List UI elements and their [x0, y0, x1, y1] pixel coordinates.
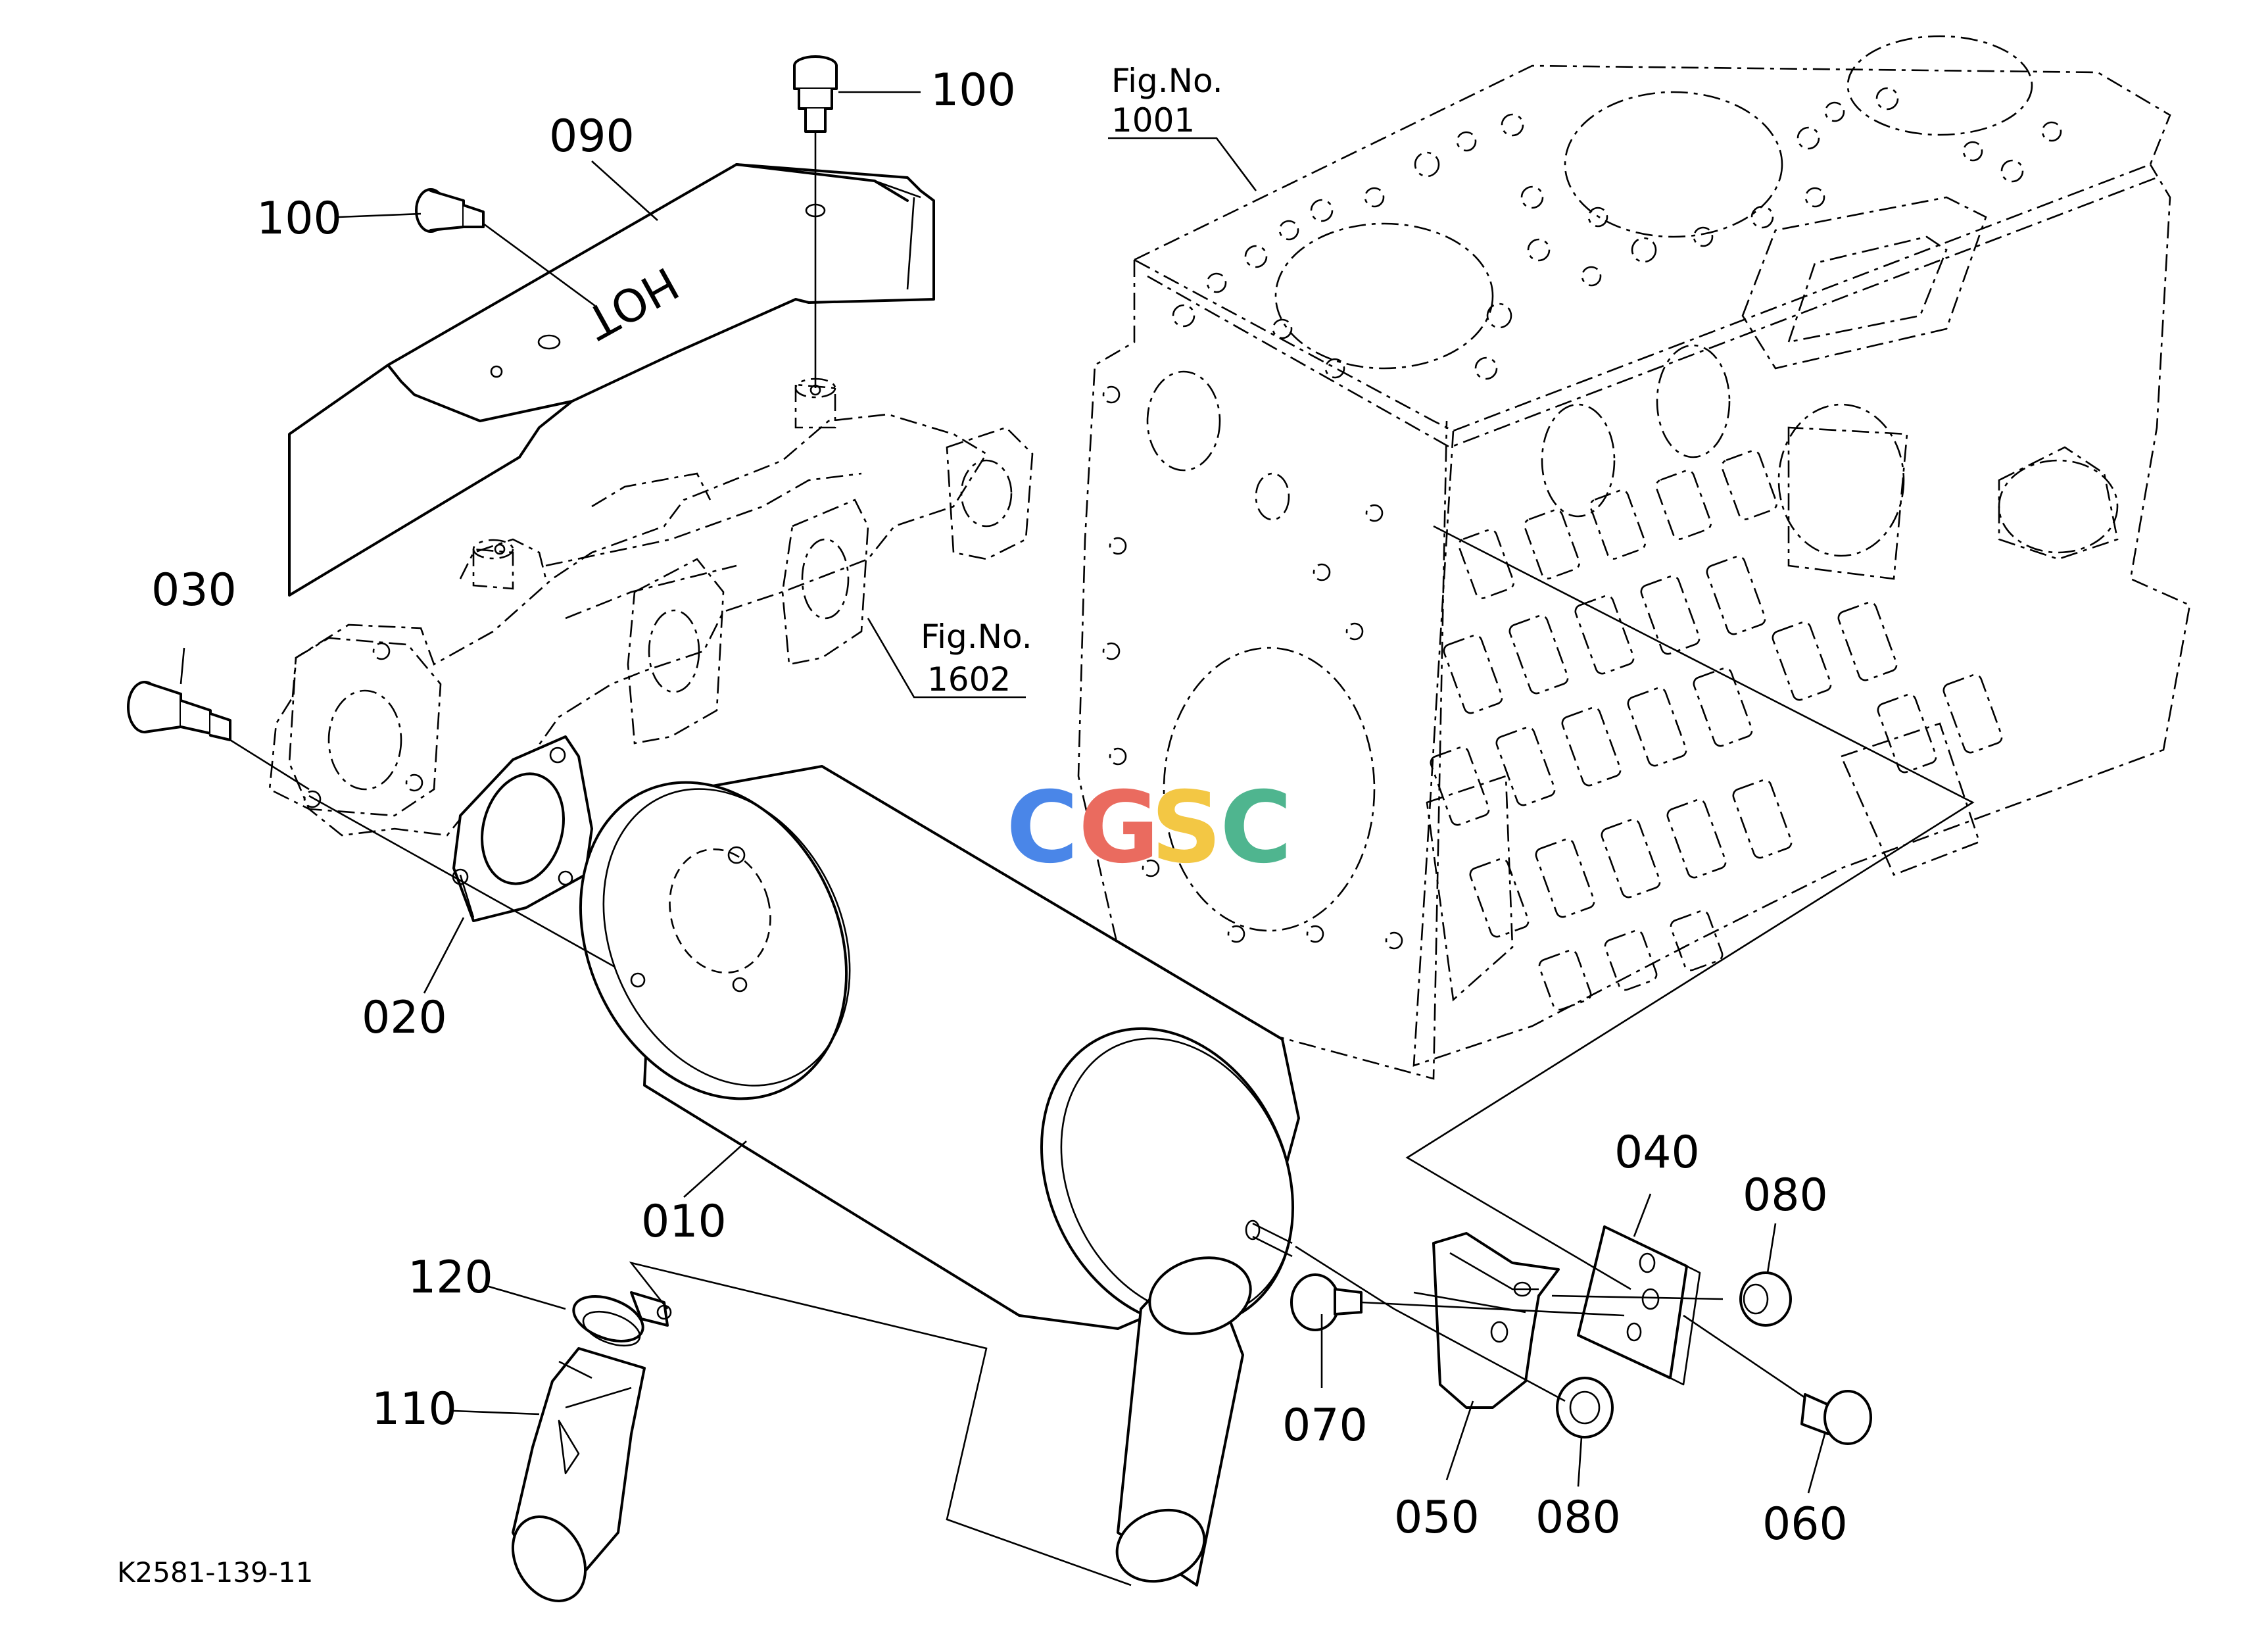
- callouts: 010 020 030 040 050 060 070 080 080 090 …: [151, 64, 1848, 1550]
- callout-080-upper[interactable]: 080: [1743, 1169, 1828, 1221]
- assembly-lines: [180, 91, 1975, 1586]
- callout-020[interactable]: 020: [362, 992, 447, 1044]
- callout-080-lower[interactable]: 080: [1535, 1492, 1621, 1544]
- hose-clamp: [572, 1291, 672, 1347]
- callout-100-left[interactable]: 100: [256, 193, 342, 245]
- drawing-code: K2581-139-11: [117, 1556, 313, 1588]
- callout-100-top[interactable]: 100: [930, 64, 1016, 116]
- callout-010[interactable]: 010: [641, 1196, 727, 1248]
- callout-050[interactable]: 050: [1394, 1492, 1480, 1544]
- tail-pipe: [511, 1347, 646, 1602]
- muffler: [579, 765, 1300, 1586]
- bolt-070: [1290, 1273, 1363, 1331]
- callout-120[interactable]: 120: [408, 1252, 493, 1304]
- engine-block: [1077, 35, 2191, 1080]
- watermark-letter: C: [1006, 771, 1078, 885]
- figure-ref-1602[interactable]: Fig.No. 1602: [921, 618, 1032, 699]
- gasket: [452, 735, 593, 922]
- figure-ref-1001[interactable]: Fig.No. 1001: [1111, 62, 1223, 139]
- bracket: [1577, 1225, 1701, 1386]
- callout-060[interactable]: 060: [1762, 1498, 1848, 1550]
- bolt-060: [1800, 1390, 1872, 1445]
- callout-040[interactable]: 040: [1614, 1127, 1700, 1179]
- callout-070[interactable]: 070: [1282, 1400, 1368, 1452]
- watermark-logo: C G S C: [1006, 771, 1292, 885]
- figure-ref-number: 1602: [927, 660, 1011, 699]
- block-ribs: [1430, 450, 2003, 1011]
- callout-030[interactable]: 030: [151, 564, 237, 616]
- bolt-100-left: [415, 188, 485, 233]
- callout-110[interactable]: 110: [372, 1383, 457, 1435]
- watermark-letter: G: [1078, 771, 1159, 885]
- figure-ref-label: Fig.No.: [1111, 62, 1223, 100]
- callout-090[interactable]: 090: [549, 111, 635, 162]
- muffler-stay: [1432, 1232, 1560, 1409]
- heat-cover: HOT: [288, 163, 935, 597]
- exhaust-manifold: [268, 378, 1034, 837]
- bolt-100-top: [793, 55, 838, 133]
- nut-080-upper: [1739, 1271, 1792, 1327]
- nut-080-lower: [1556, 1377, 1614, 1438]
- figure-ref-number: 1001: [1111, 101, 1195, 139]
- stud-bolt-030: [127, 681, 231, 741]
- watermark-letter: S: [1151, 771, 1222, 885]
- figure-ref-label: Fig.No.: [921, 618, 1032, 656]
- watermark-letter: C: [1220, 771, 1292, 885]
